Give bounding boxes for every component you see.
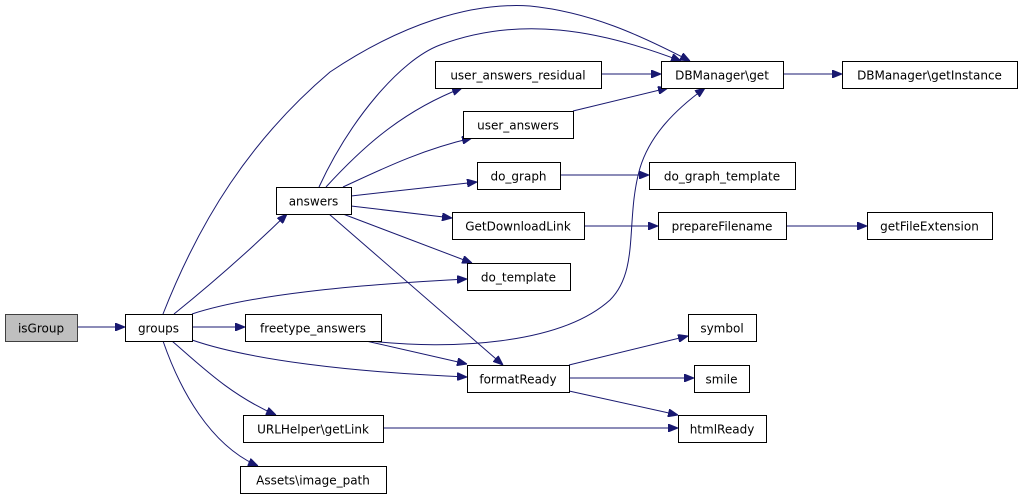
edge-answers-to-GetDownloadLink [350, 205, 452, 218]
node-label: freetype_answers [260, 322, 366, 336]
node-label: user_answers [477, 119, 559, 133]
node-box [463, 111, 574, 139]
edge-formatReady-to-htmlReady [568, 390, 678, 415]
node-label: htmlReady [690, 423, 755, 437]
node-URLHelper_getLink[interactable]: URLHelper\getLink [243, 415, 384, 443]
node-box [867, 212, 993, 240]
edge-answers-to-user_answers_residual [325, 88, 462, 188]
node-do_graph[interactable]: do_graph [477, 162, 561, 190]
edge-groups-to-formatReady [191, 339, 467, 377]
edge-groups-to-answers [173, 214, 287, 315]
node-box [125, 314, 193, 342]
node-htmlReady[interactable]: htmlReady [678, 415, 767, 443]
node-box [467, 365, 570, 393]
node-groups[interactable]: groups [125, 314, 193, 342]
node-box [245, 314, 382, 342]
node-box [452, 212, 585, 240]
node-user_answers[interactable]: user_answers [463, 111, 574, 139]
node-label: URLHelper\getLink [257, 423, 369, 437]
edge-groups-to-do_template [191, 279, 467, 315]
node-label: answers [289, 195, 339, 209]
node-label: getFileExtension [880, 220, 979, 234]
node-Assets_image_path[interactable]: Assets\image_path [240, 466, 387, 494]
edge-answers-to-do_graph [350, 182, 477, 197]
node-label: formatReady [479, 373, 556, 387]
node-box [842, 61, 1018, 89]
node-label: GetDownloadLink [465, 220, 571, 234]
node-box [694, 365, 750, 393]
node-label: prepareFilename [672, 220, 773, 234]
node-getFileExtension[interactable]: getFileExtension [867, 212, 993, 240]
node-GetDownloadLink[interactable]: GetDownloadLink [452, 212, 585, 240]
node-label: do_template [481, 271, 556, 285]
node-do_graph_template[interactable]: do_graph_template [649, 162, 796, 190]
node-answers[interactable]: answers [276, 187, 352, 215]
node-user_answers_residual[interactable]: user_answers_residual [435, 61, 602, 89]
node-symbol[interactable]: symbol [688, 314, 757, 342]
edge-groups-to-URLHelper_getLink [171, 340, 276, 415]
edge-groups-to-Assets_image_path [162, 340, 258, 466]
edge-answers-to-DBManager_get [318, 28, 681, 188]
edge-groups-to-DBManager_get [162, 5, 690, 315]
edge-formatReady-to-symbol [568, 336, 688, 366]
node-box [658, 212, 787, 240]
node-isGroup[interactable]: isGroup [5, 314, 78, 342]
node-box [276, 187, 352, 215]
node-label: Assets\image_path [256, 474, 370, 488]
node-box [435, 61, 602, 89]
node-label: symbol [700, 322, 743, 336]
node-box [240, 466, 387, 494]
node-label: user_answers_residual [450, 69, 585, 83]
node-box [649, 162, 796, 190]
node-box [678, 415, 767, 443]
node-label: groups [138, 322, 179, 336]
node-DBManager_getInstance[interactable]: DBManager\getInstance [842, 61, 1018, 89]
node-box [5, 314, 78, 342]
node-DBManager_get[interactable]: DBManager\get [661, 61, 784, 89]
node-box [467, 263, 571, 291]
node-prepareFilename[interactable]: prepareFilename [658, 212, 787, 240]
node-label: do_graph [490, 170, 546, 184]
edge-freetype_answers-to-DBManager_get [369, 88, 705, 346]
node-box [477, 162, 561, 190]
node-label: DBManager\getInstance [857, 69, 1002, 83]
node-label: DBManager\get [675, 69, 769, 83]
node-do_template[interactable]: do_template [467, 263, 571, 291]
node-box [688, 314, 757, 342]
edge-answers-to-user_answers [342, 138, 472, 188]
node-freetype_answers[interactable]: freetype_answers [245, 314, 382, 342]
node-smile[interactable]: smile [694, 365, 750, 393]
node-box [661, 61, 784, 89]
edge-user_answers-to-DBManager_get [572, 88, 668, 112]
edge-answers-to-formatReady [328, 213, 503, 365]
node-label: smile [706, 373, 738, 387]
node-formatReady[interactable]: formatReady [467, 365, 570, 393]
edge-freetype_answers-to-formatReady [365, 340, 467, 364]
node-label: isGroup [18, 322, 64, 336]
node-box [243, 415, 384, 443]
edge-answers-to-do_template [342, 213, 472, 263]
node-label: do_graph_template [664, 170, 780, 184]
